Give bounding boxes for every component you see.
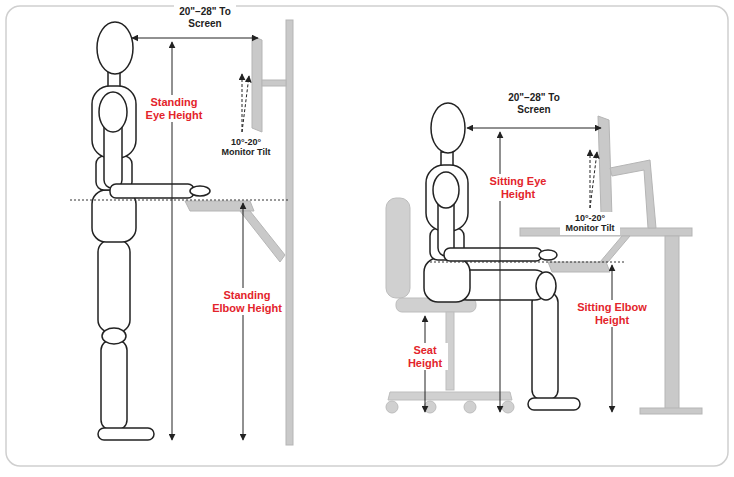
- dimension-label: Sitting Eye Height: [487, 174, 549, 201]
- tilt-label: 10°-20° Monitor Tilt: [216, 136, 276, 159]
- distance-label: 20"–28" To Screen: [174, 5, 236, 30]
- dimension-label: Standing Elbow Height: [210, 288, 284, 315]
- dimension-label: Standing Eye Height: [142, 95, 206, 122]
- dimension-label: Seat Height: [402, 343, 448, 370]
- dimension-label: Sitting Elbow Height: [575, 300, 649, 327]
- tilt-label: 10°-20° Monitor Tilt: [560, 212, 620, 235]
- distance-label: 20"–28" To Screen: [503, 91, 565, 116]
